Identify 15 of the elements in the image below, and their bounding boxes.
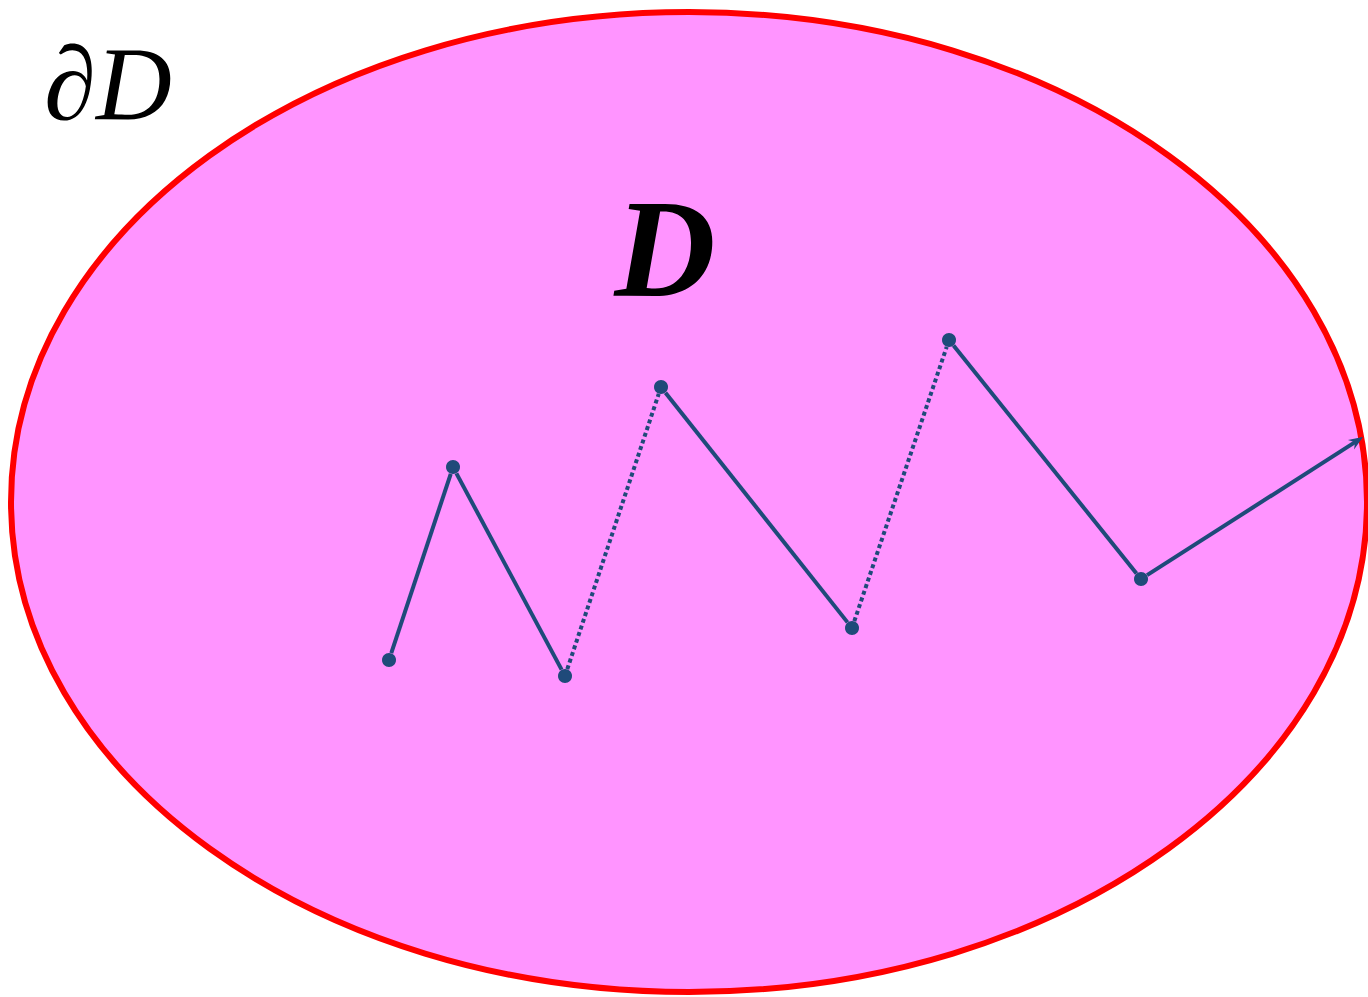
path-segment [663, 391, 850, 624]
point-dot [558, 669, 572, 683]
region-label: D [613, 204, 713, 296]
point-dot [382, 653, 396, 667]
point-dot [654, 380, 668, 394]
boundary-label: ∂D [47, 43, 171, 121]
path-segment [565, 393, 661, 670]
path-segment [454, 472, 564, 671]
point-dot [845, 621, 859, 635]
point-dot [1134, 572, 1148, 586]
path-segment [951, 344, 1139, 575]
path-segment [389, 473, 453, 654]
point-dot [942, 333, 956, 347]
path-segment [852, 346, 949, 622]
point-dot [446, 460, 460, 474]
